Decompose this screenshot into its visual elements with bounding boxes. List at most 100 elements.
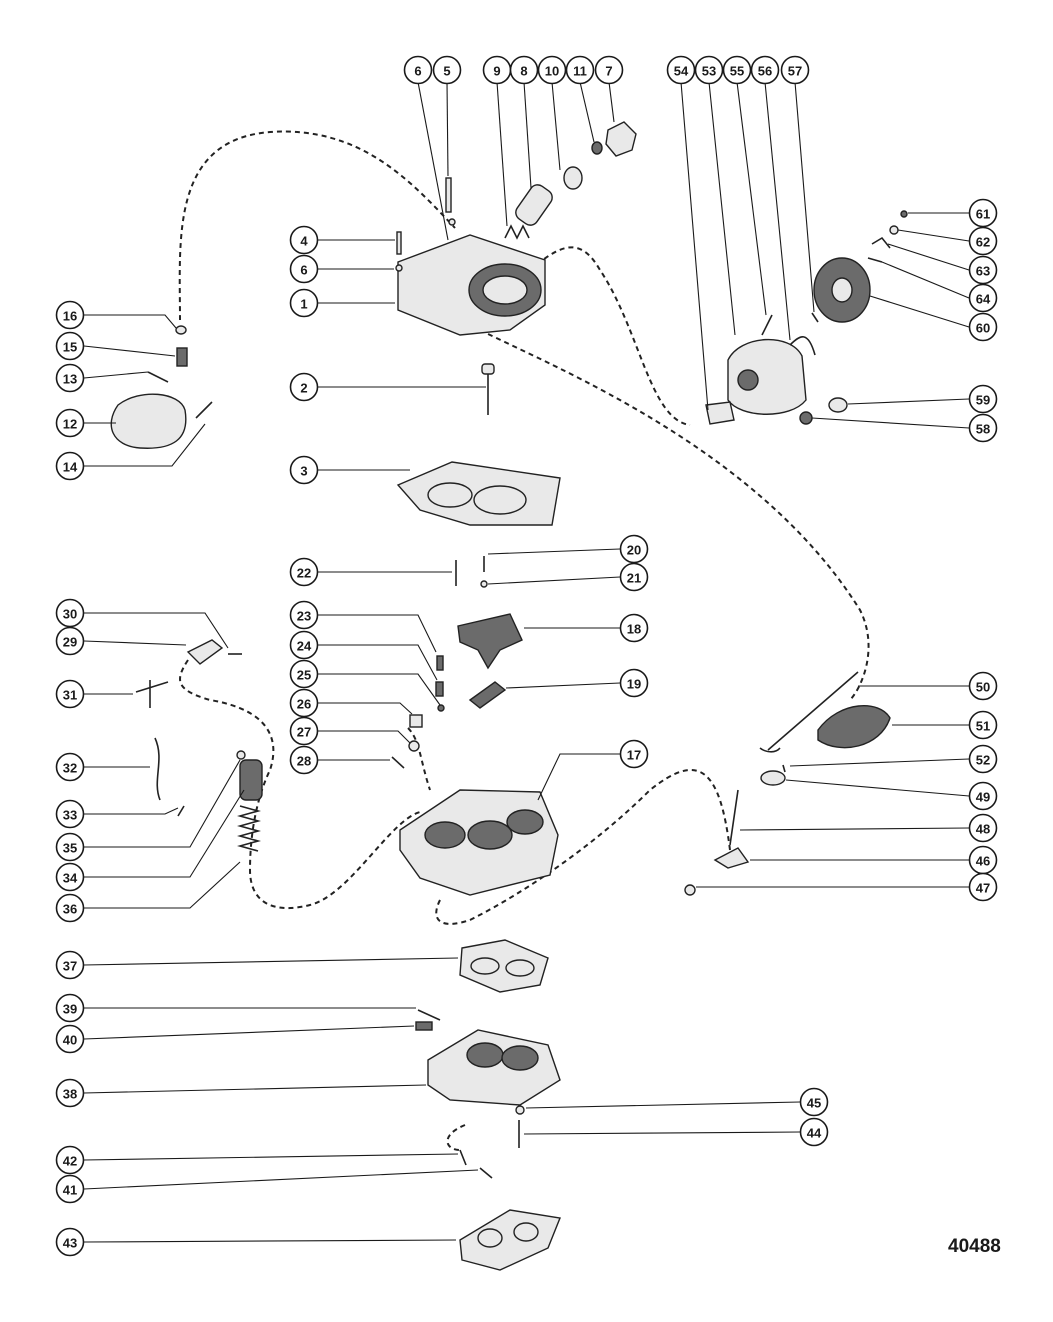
part-46-fast-idle-cam: [713, 847, 750, 869]
part-26-check-valve: [409, 714, 423, 728]
callout-10: 10: [537, 55, 567, 85]
callout-circle: [289, 630, 319, 660]
callout-label: 28: [297, 754, 311, 769]
callout-circle: [799, 1087, 829, 1117]
callout-circle: [432, 55, 462, 85]
callout-circle: [55, 893, 85, 923]
part-49-lever: [760, 770, 786, 786]
callout-circle: [55, 1024, 85, 1054]
part-50-shaft: [767, 671, 859, 751]
callout-41: 41: [55, 1174, 85, 1204]
callout-17: 17: [619, 739, 649, 769]
callout-circle: [55, 832, 85, 862]
callout-label: 13: [63, 372, 77, 387]
callout-circle: [968, 671, 998, 701]
part-38-throttle-body: [427, 1029, 561, 1106]
part-8-sleeve: [515, 184, 553, 226]
part-18-venturi-cluster: [457, 613, 523, 670]
callout-circle: [968, 413, 998, 443]
callout-circle: [594, 55, 624, 85]
callout-label: 29: [63, 635, 77, 650]
callout-53: 53: [694, 55, 724, 85]
callout-circle: [968, 872, 998, 902]
callout-circle: [403, 55, 433, 85]
callout-label: 31: [63, 688, 77, 703]
callout-circle: [694, 55, 724, 85]
callout-circle: [55, 1174, 85, 1204]
callout-label: 55: [730, 64, 744, 79]
callout-label: 36: [63, 902, 77, 917]
part-35-washer: [236, 750, 246, 760]
part-53-choke-housing: [727, 338, 807, 415]
callout-circle: [55, 1145, 85, 1175]
callout-61: 61: [968, 198, 998, 228]
callout-37: 37: [55, 950, 85, 980]
part-37-gasket: [459, 939, 549, 993]
callout-circle: [799, 1117, 829, 1147]
callout-label: 12: [63, 417, 77, 432]
callout-circle: [289, 659, 319, 689]
part-31-link: [135, 680, 169, 708]
part-59-plug: [828, 397, 848, 413]
callout-circle: [55, 950, 85, 980]
callout-26: 26: [289, 688, 319, 718]
callout-label: 14: [63, 460, 78, 475]
callout-51: 51: [968, 710, 998, 740]
part-63-clip: [871, 236, 891, 249]
part-7-nut: [605, 121, 637, 157]
callout-label: 2: [300, 381, 307, 396]
part-27-washer: [408, 740, 420, 752]
callout-21: 21: [619, 562, 649, 592]
callout-label: 30: [63, 607, 77, 622]
callout-label: 27: [297, 725, 311, 740]
callout-circle: [55, 752, 85, 782]
callout-38: 38: [55, 1078, 85, 1108]
callout-3: 3: [289, 455, 319, 485]
callout-circle: [780, 55, 810, 85]
callout-45: 45: [799, 1087, 829, 1117]
callout-13: 13: [55, 363, 85, 393]
callout-circle: [55, 598, 85, 628]
leader-lines: [83, 81, 970, 1243]
callout-circle: [666, 55, 696, 85]
callout-circle: [289, 372, 319, 402]
callout-circle: [55, 363, 85, 393]
part-6-washer-lower: [395, 264, 403, 272]
callout-label: 57: [788, 64, 802, 79]
callout-circle: [619, 613, 649, 643]
callout-label: 33: [63, 808, 77, 823]
callout-label: 47: [976, 881, 990, 896]
callout-circle: [968, 813, 998, 843]
part-48-rod: [729, 789, 739, 846]
callout-label: 45: [807, 1096, 821, 1111]
part-12-float: [110, 393, 187, 449]
callout-circle: [968, 283, 998, 313]
callout-label: 7: [605, 64, 612, 79]
callout-34: 34: [55, 862, 85, 892]
part-51-choke-valve: [817, 705, 891, 749]
part-40-spring: [415, 1021, 433, 1031]
callout-circle: [537, 55, 567, 85]
callout-27: 27: [289, 716, 319, 746]
callout-circle: [565, 55, 595, 85]
callout-20: 20: [619, 534, 649, 564]
callout-label: 39: [63, 1002, 77, 1017]
callout-circle: [722, 55, 752, 85]
part-21-washer: [480, 580, 488, 588]
callout-label: 43: [63, 1236, 77, 1251]
callout-label: 41: [63, 1183, 77, 1198]
part-54-gasket: [705, 401, 735, 425]
callout-label: 44: [807, 1126, 822, 1141]
callout-circle: [289, 225, 319, 255]
callout-label: 3: [300, 464, 307, 479]
part-24-spring: [435, 681, 444, 697]
callout-circle: [968, 312, 998, 342]
figure-number: 40488: [948, 1236, 1001, 1257]
callout-56: 56: [750, 55, 780, 85]
part-36-spring: [237, 805, 261, 852]
part-56-lever: [789, 336, 816, 356]
callout-24: 24: [289, 630, 319, 660]
callout-label: 26: [297, 697, 311, 712]
